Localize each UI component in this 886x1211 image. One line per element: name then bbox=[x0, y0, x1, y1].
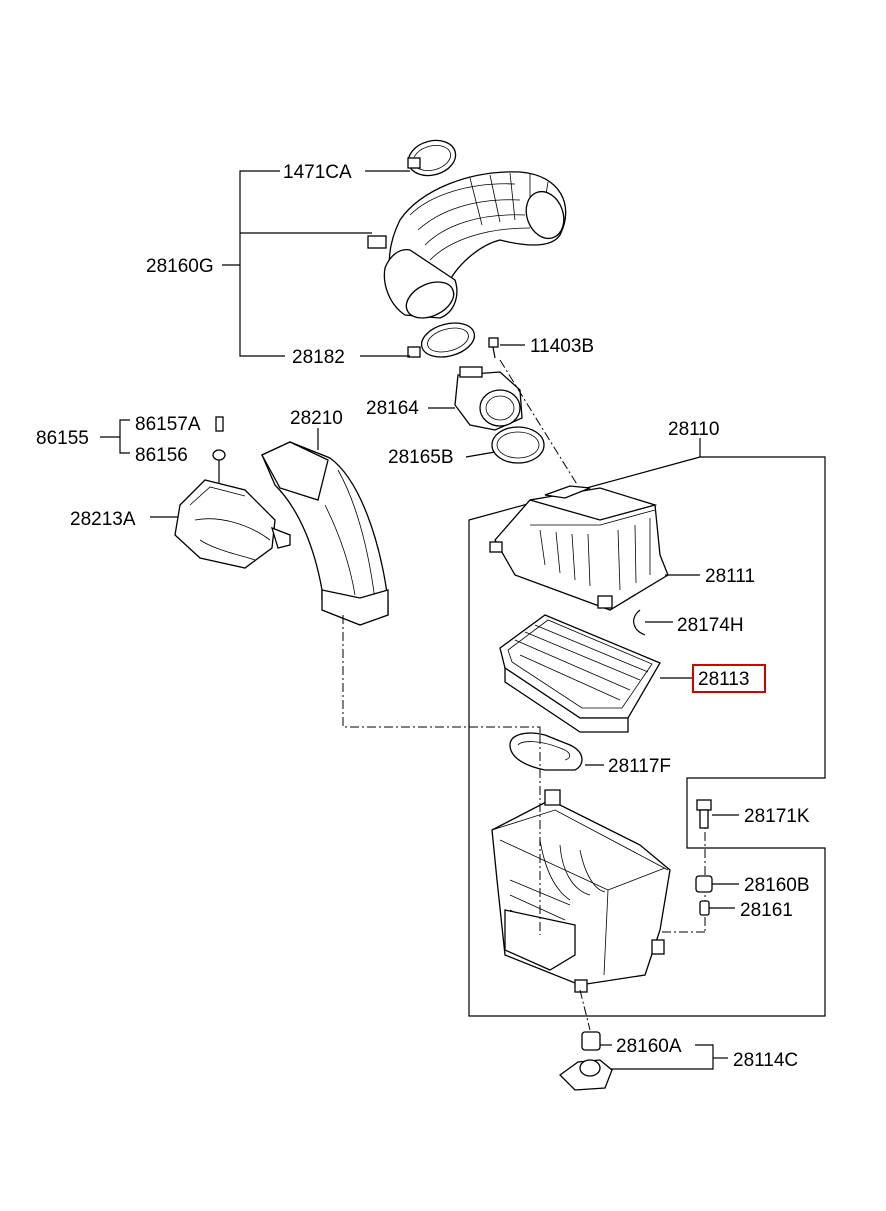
duct-seal[interactable] bbox=[509, 732, 583, 771]
label-28171k[interactable]: 28171K bbox=[744, 806, 810, 827]
label-28117f[interactable]: 28117F bbox=[608, 756, 671, 777]
label-28213a[interactable]: 28213A bbox=[70, 509, 136, 530]
clip[interactable] bbox=[633, 609, 673, 636]
label-86157a[interactable]: 86157A bbox=[135, 414, 201, 435]
air-filter-element[interactable] bbox=[499, 614, 661, 733]
air-flow-sensor[interactable] bbox=[454, 366, 523, 431]
label-28160g[interactable]: 28160G bbox=[146, 256, 214, 277]
bolt-icon[interactable] bbox=[696, 799, 712, 829]
label-28160a[interactable]: 28160A bbox=[616, 1036, 682, 1057]
screw-icon[interactable] bbox=[488, 337, 499, 359]
sensor-gasket[interactable] bbox=[491, 426, 545, 464]
hose-clamp-lower[interactable] bbox=[407, 318, 478, 363]
label-28113[interactable]: 28113 bbox=[698, 669, 749, 690]
collar[interactable] bbox=[699, 900, 710, 916]
label-11403b[interactable]: 11403B bbox=[530, 336, 594, 357]
highlight-box bbox=[692, 664, 766, 693]
hose-clamp-upper[interactable] bbox=[404, 135, 459, 180]
grommet-b[interactable] bbox=[695, 875, 713, 893]
label-28111[interactable]: 28111 bbox=[705, 566, 755, 587]
air-cleaner-lower-case[interactable] bbox=[491, 789, 671, 993]
label-86156[interactable]: 86156 bbox=[135, 445, 188, 466]
label-86155[interactable]: 86155 bbox=[36, 428, 89, 449]
mounting-bracket[interactable] bbox=[559, 1059, 613, 1091]
assembly-boundary bbox=[468, 456, 826, 1017]
label-28160b[interactable]: 28160B bbox=[744, 875, 810, 896]
label-28165b[interactable]: 28165B bbox=[388, 447, 454, 468]
label-28182[interactable]: 28182 bbox=[292, 347, 345, 368]
resonator[interactable] bbox=[174, 479, 291, 569]
label-28114c[interactable]: 28114C bbox=[733, 1050, 798, 1071]
label-28161[interactable]: 28161 bbox=[740, 900, 793, 921]
bolt-86157a-icon[interactable] bbox=[215, 416, 224, 432]
air-intake-hose[interactable] bbox=[367, 171, 570, 325]
air-cleaner-cover[interactable] bbox=[489, 485, 669, 611]
label-28174h[interactable]: 28174H bbox=[677, 615, 744, 636]
label-28210[interactable]: 28210 bbox=[290, 408, 343, 429]
grommet-a[interactable] bbox=[581, 1031, 601, 1051]
air-duct[interactable] bbox=[261, 441, 389, 626]
label-28164[interactable]: 28164 bbox=[366, 398, 419, 419]
label-28110[interactable]: 28110 bbox=[668, 419, 719, 440]
label-1471ca[interactable]: 1471CA bbox=[283, 162, 352, 183]
fastener-86156-icon[interactable] bbox=[212, 449, 226, 485]
